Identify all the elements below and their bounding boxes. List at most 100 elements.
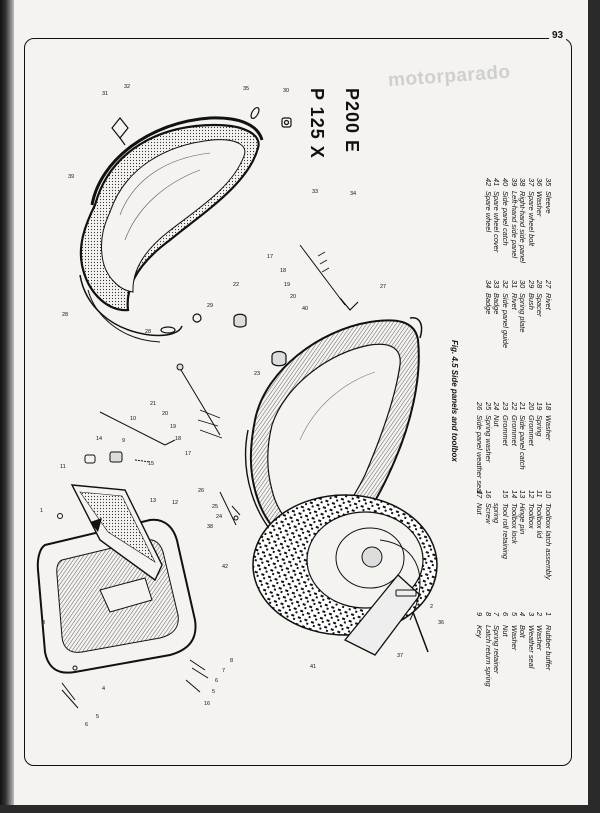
page-frame (24, 38, 572, 766)
legend-item-label: Spare wheel cover (492, 191, 502, 253)
spare-wheel (252, 494, 438, 636)
latch-parts (57, 244, 429, 709)
callout-27: 27 (380, 284, 386, 290)
legend-item-label: Nut (492, 415, 502, 427)
legend-item: 23Grommet (500, 402, 510, 494)
page-number: 93 (549, 30, 567, 41)
callout-17: 17 (267, 254, 273, 260)
legend-item: 9Key (475, 612, 484, 687)
legend-item-number: 21 (518, 402, 528, 411)
legend-item-label: Spacer (535, 293, 545, 317)
legend-item-number: 9 (475, 612, 485, 617)
legend-item-label: Nut (475, 503, 485, 515)
callout-30: 30 (283, 88, 289, 94)
legend-item: 41Spare wheel cover (492, 178, 501, 263)
callout-38: 38 (207, 524, 213, 530)
upper-catch-parts (111, 106, 292, 367)
legend-item-label: Washer (544, 415, 553, 441)
legend-item-number: 32 (501, 280, 511, 289)
badge-p125x: P 125 X (307, 88, 327, 159)
callout-4: 4 (102, 686, 105, 692)
legend-item: 34Badge (483, 280, 493, 348)
legend-item-label: spring (492, 503, 502, 524)
legend-item-label: Nut (501, 625, 511, 637)
exploded-parts-diagram: 31 32 35 30 39 28 28 29 22 17 18 19 20 4… (36, 84, 444, 728)
badge-p200e: P200 E (342, 88, 362, 154)
legend-item-number: 8 (483, 612, 493, 617)
legend-item: 11Toolbox lid (535, 490, 544, 580)
legend-item: 5Washer (509, 612, 519, 687)
legend-item: 42Spare wheel (483, 178, 493, 263)
legend-item: 40Side panel catch (500, 178, 511, 263)
legend-item-number: 22 (509, 402, 519, 411)
callout-23: 23 (254, 371, 260, 377)
callout-13: 13 (150, 498, 156, 504)
legend-item-label: Bush (526, 293, 536, 310)
legend-item-label: Grommet (526, 415, 536, 446)
legend-item-label: Rubber buffer (544, 625, 553, 671)
toolbox-lid (70, 484, 163, 582)
legend-item-number: 40 (501, 178, 511, 187)
legend-item-label: Washer (535, 625, 545, 651)
legend-item-label: Badge (483, 293, 493, 315)
legend-item: spring (492, 490, 501, 580)
legend-item-label: Spring retainer (492, 625, 502, 674)
callout-29: 29 (207, 303, 213, 309)
callout-41: 41 (310, 664, 316, 670)
callout-18b: 18 (175, 436, 181, 442)
legend-item-number: 20 (526, 402, 536, 411)
callout-8: 8 (230, 658, 233, 664)
legend-item: 30Spring plate (518, 280, 527, 348)
legend-item: 19Spring (535, 402, 544, 494)
legend-item: 1Rubber buffer (543, 612, 553, 687)
legend-item-label: Tool roll retaining (501, 503, 511, 560)
spare-wheel-cover-bracket (379, 539, 421, 621)
callout-7: 7 (222, 668, 225, 674)
callout-22: 22 (233, 282, 239, 288)
callout-31: 31 (102, 91, 108, 97)
legend-item-number: 27 (544, 280, 553, 289)
legend-item-label: Toolbox (526, 503, 536, 529)
legend-item-number: 35 (544, 178, 553, 187)
legend-item: 17Nut (475, 490, 484, 580)
legend-item: 37Spare wheel bolt (526, 178, 536, 263)
legend-item: 21Side panel catch (518, 402, 527, 494)
callout-34: 34 (350, 191, 356, 197)
legend-item: 2Washer (535, 612, 544, 687)
callout-32: 32 (124, 84, 130, 90)
manual-page: 93 motorparado (0, 0, 588, 805)
legend-item-number: 42 (483, 178, 493, 187)
callout-28: 28 (62, 312, 68, 318)
legend-item: 13Hinge pin (518, 490, 527, 580)
legend-item-label: Screw (483, 503, 493, 524)
legend-item: 32Side panel guide (500, 280, 511, 348)
left-hand-side-panel (79, 116, 264, 343)
legend-item-number: 4 (518, 612, 528, 617)
right-hand-side-panel (244, 317, 423, 551)
legend-item-label: Weather seal (526, 625, 536, 669)
legend-item: 29Bush (526, 280, 536, 348)
legend-item-label: Washer (509, 625, 519, 651)
legend-item: 36Washer (535, 178, 544, 263)
callout-40: 40 (302, 306, 308, 312)
legend-item: 35Sleeve (543, 178, 553, 263)
callout-numbers: 31 32 35 30 39 28 28 29 22 17 18 19 20 4… (40, 84, 444, 728)
callout-21: 21 (150, 401, 156, 407)
legend-item: 33Badge (492, 280, 501, 348)
legend-item-label: Spring (535, 415, 545, 437)
spare-wheel-cover (343, 574, 421, 656)
legend-item-number: 19 (535, 402, 545, 411)
legend-item-label: Washer (535, 191, 545, 217)
callout-20b: 20 (162, 411, 168, 417)
callout-2: 2 (430, 604, 433, 610)
legend-item-number: 31 (509, 280, 519, 289)
legend-item-label: Spare wheel (483, 191, 493, 233)
legend-item-number: 39 (509, 178, 519, 187)
legend-item-number: 36 (535, 178, 545, 187)
legend-item-label: Spring washer (483, 415, 493, 463)
callout-26: 26 (198, 488, 204, 494)
callout-11: 11 (60, 464, 66, 470)
